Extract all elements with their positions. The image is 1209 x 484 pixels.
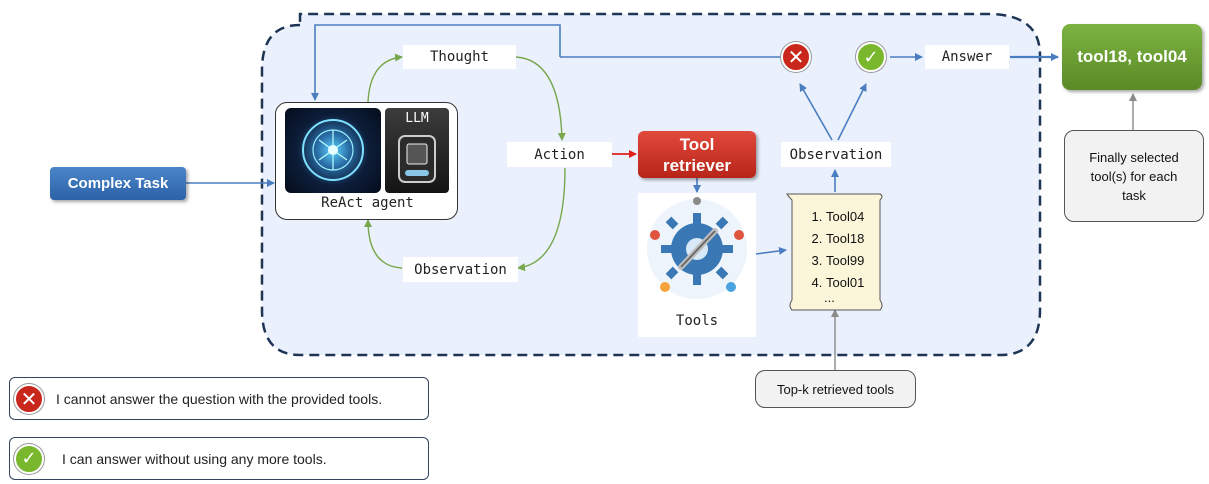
legend-cannot-answer: ✕ I cannot answer the question with the … <box>9 377 429 420</box>
list-more-ellipsis: ... <box>824 290 835 305</box>
answer-label: Answer <box>925 45 1009 69</box>
arrow-retry-to-agent <box>311 24 561 101</box>
tool-retriever-line1: Tool <box>679 134 715 154</box>
tools-box: Tools <box>638 193 756 337</box>
legend-can-text: I can answer without using any more tool… <box>62 450 327 467</box>
brain-icon <box>285 108 381 193</box>
arrow-tools-to-list <box>755 246 787 255</box>
list-item: Tool99 <box>826 250 878 272</box>
llm-chip-icon: LLM <box>385 108 449 193</box>
react-agent-box: LLM ReAct agent <box>275 102 458 220</box>
legend-x-icon: ✕ <box>14 383 44 414</box>
observation-label-loop: Observation <box>403 257 518 282</box>
legend-check-icon: ✓ <box>14 443 44 474</box>
arrow-thought-to-action <box>515 56 566 141</box>
can-answer-check-icon: ✓ <box>856 42 886 72</box>
arrow-observation-to-check <box>837 83 867 141</box>
gear-tools-icon <box>647 197 747 299</box>
react-agent-caption: ReAct agent <box>321 195 414 211</box>
cannot-answer-x-icon: ✕ <box>781 42 811 72</box>
arrow-observation-to-x <box>799 83 833 141</box>
list-item: Tool04 <box>826 206 878 228</box>
arrow-agent-to-thought <box>367 53 403 103</box>
tool-retriever-box: Tool retriever <box>638 131 756 178</box>
action-label: Action <box>507 142 612 167</box>
complex-task-button: Complex Task <box>50 167 186 200</box>
brain-circuit-icon <box>302 119 364 181</box>
topk-note: Top-k retrieved tools <box>755 370 916 408</box>
tool-retriever-line2: retriever <box>662 155 732 175</box>
retrieved-tools-list: Tool04 Tool18 Tool99 Tool01 ... <box>792 198 878 306</box>
tool-list-paper <box>786 193 883 311</box>
arrow-observation-to-agent <box>364 219 403 269</box>
legend-can-answer: ✓ I can answer without using any more to… <box>9 437 429 480</box>
list-item: Tool01 <box>826 272 878 294</box>
legend-cannot-text: I cannot answer the question with the pr… <box>56 390 383 407</box>
list-item: Tool18 <box>826 228 878 250</box>
observation-label-right: Observation <box>781 142 891 167</box>
chip-icon <box>398 135 436 183</box>
final-selection-note: Finally selected tool(s) for each task <box>1064 130 1204 222</box>
selected-tools-result: tool18, tool04 <box>1062 24 1202 90</box>
thought-label: Thought <box>403 45 516 69</box>
arrow-action-to-observation <box>517 167 566 272</box>
llm-label: LLM <box>405 111 429 126</box>
tools-caption: Tools <box>675 313 719 329</box>
